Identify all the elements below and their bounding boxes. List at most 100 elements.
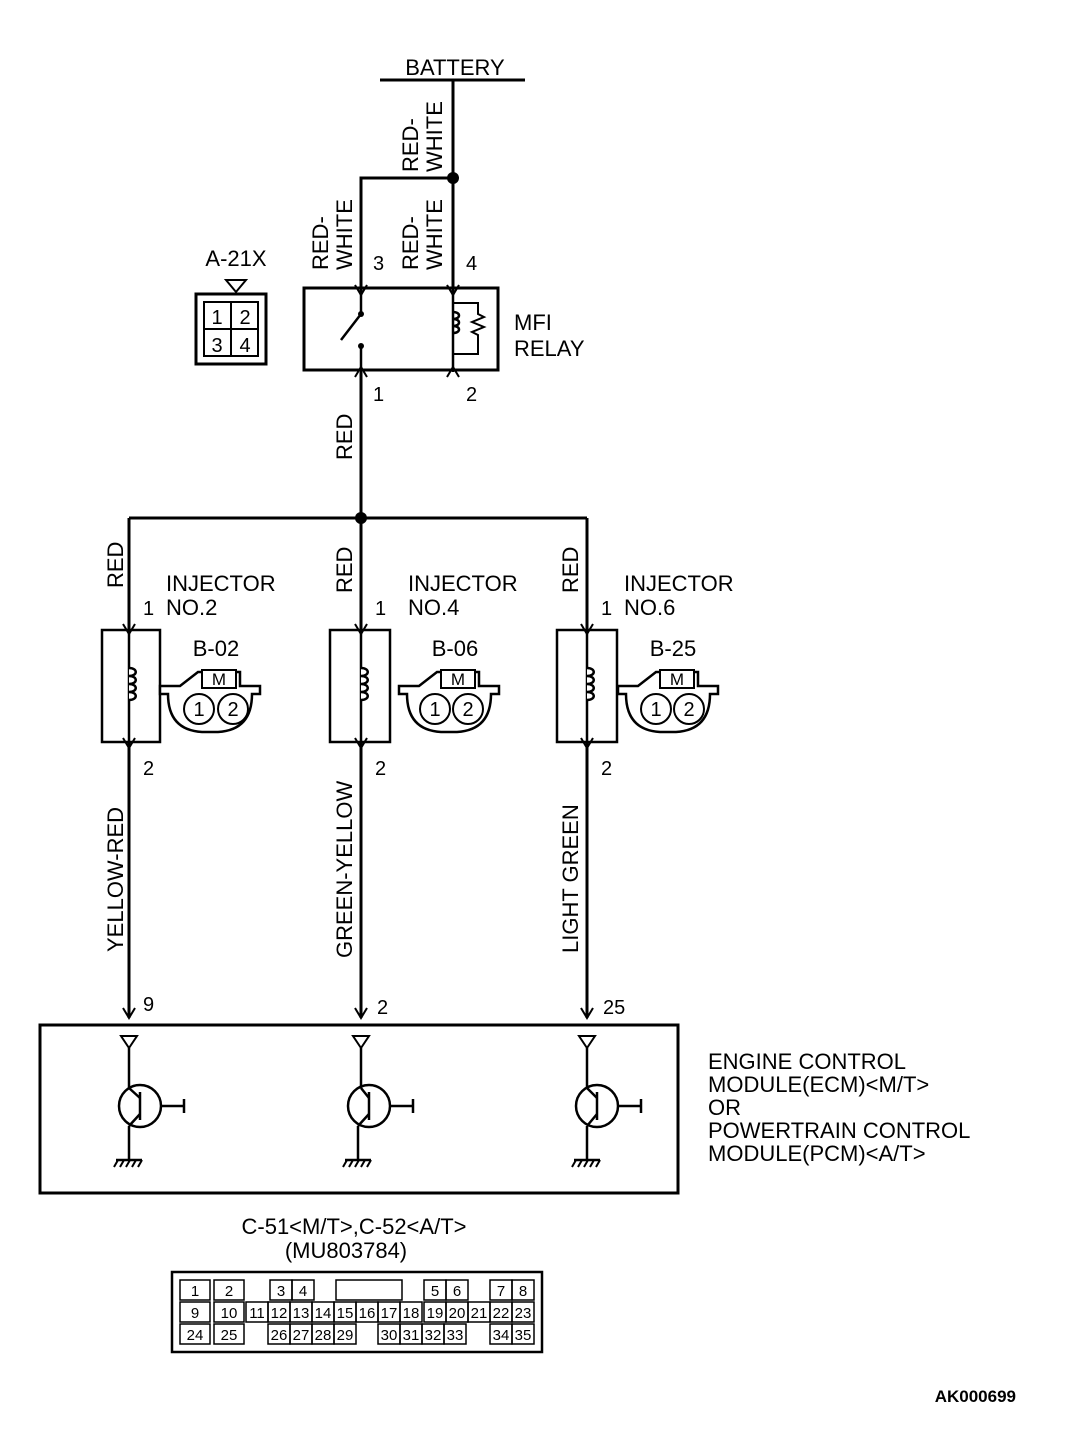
relay-connector-pin: 1 <box>211 307 222 329</box>
connector-mark: M <box>670 670 684 689</box>
wire-color-pin4-line2: WHITE <box>422 199 447 270</box>
pin-number: 12 <box>271 1305 288 1322</box>
pin-number: 25 <box>221 1327 238 1344</box>
relay-pin-3: 3 <box>373 253 384 275</box>
injector-coil-icon <box>586 666 595 702</box>
relay-connector-body <box>194 292 268 366</box>
injector-pin-out: 2 <box>143 758 154 780</box>
pin-number: 17 <box>381 1305 398 1322</box>
injector-connector-view: M 1 2 <box>158 669 262 734</box>
relay-resistor-icon <box>453 302 487 355</box>
ecm-label-line: MODULE(ECM)<M/T> <box>708 1072 929 1097</box>
pin-number: 13 <box>293 1305 310 1322</box>
relay-connector-pin: 2 <box>239 307 250 329</box>
pin-number: 27 <box>293 1327 310 1344</box>
pin-cell <box>179 1279 211 1301</box>
pin-number: 2 <box>225 1283 233 1300</box>
pin-cell <box>333 1323 357 1345</box>
pin-number: 14 <box>315 1305 332 1322</box>
pin-number: 16 <box>359 1305 376 1322</box>
injector-coil-icon <box>360 666 369 702</box>
ecm-box <box>38 1023 680 1195</box>
pin-number: 30 <box>381 1327 398 1344</box>
ecm-driver-transistor <box>571 1035 643 1168</box>
pin-cell <box>291 1279 315 1301</box>
pin-number: 10 <box>221 1305 238 1322</box>
relay-name-line1: MFI <box>514 310 552 335</box>
pin-number: 3 <box>277 1283 285 1300</box>
wire-color-inj2-in: RED <box>103 542 128 588</box>
pin-number: 29 <box>337 1327 354 1344</box>
injector-connector-label: B-02 <box>193 636 239 661</box>
pin-number: 11 <box>249 1305 265 1322</box>
pin-cell <box>179 1301 211 1323</box>
ecm-label-line: ENGINE CONTROL <box>708 1049 906 1074</box>
injector-title: INJECTOR <box>166 571 276 596</box>
injector-connector-label: B-25 <box>650 636 696 661</box>
connector-pin: 1 <box>429 699 440 721</box>
injector-pin-out: 2 <box>375 758 386 780</box>
pin-cell <box>213 1323 245 1345</box>
wire-color-feed-line1: RED- <box>398 118 423 172</box>
injector-connector-view: M 1 2 <box>616 669 720 734</box>
relay-switch-contact <box>340 313 362 341</box>
pin-number: 24 <box>187 1327 204 1344</box>
figure-code: AK000699 <box>935 1387 1016 1406</box>
pin-cell <box>511 1323 535 1345</box>
pin-number: 1 <box>191 1283 199 1300</box>
injector-connector-label: B-06 <box>432 636 478 661</box>
pin-number: 6 <box>453 1283 461 1300</box>
relay-name-line2: RELAY <box>514 336 585 361</box>
relay-connector-pin: 4 <box>239 335 250 357</box>
battery-label: BATTERY <box>405 55 505 80</box>
wire-color-feed-line2: WHITE <box>422 101 447 172</box>
pin-number: 33 <box>447 1327 464 1344</box>
pin-number: 5 <box>431 1283 439 1300</box>
pin-number: 19 <box>427 1305 444 1322</box>
pin-cell <box>399 1301 423 1323</box>
injector-connector-view: M 1 2 <box>397 669 501 734</box>
injector-number: NO.2 <box>166 595 217 620</box>
injector-title: INJECTOR <box>624 571 734 596</box>
pin-number: 34 <box>493 1327 510 1344</box>
wire-color-relay-out: RED <box>332 414 357 460</box>
injector-pin-in: 1 <box>375 598 386 620</box>
ecm-driver-transistor <box>342 1035 415 1168</box>
injector-no4 <box>328 518 392 1020</box>
pin-number: 26 <box>271 1327 288 1344</box>
connector-mark: M <box>212 670 226 689</box>
pin-number: 20 <box>449 1305 466 1322</box>
pin-cell <box>511 1279 535 1301</box>
pin-cell <box>445 1279 469 1301</box>
pin-cell <box>213 1301 245 1323</box>
ecm-label-line: OR <box>708 1095 741 1120</box>
injector-number: NO.4 <box>408 595 459 620</box>
pin-number: 35 <box>515 1327 532 1344</box>
wire-color-inj6-in: RED <box>558 547 583 593</box>
connector-pin: 2 <box>683 699 694 721</box>
pin-number: 7 <box>497 1283 505 1300</box>
pin-cell <box>443 1323 467 1345</box>
pin-number: 15 <box>337 1305 354 1322</box>
pin-number: 8 <box>519 1283 527 1300</box>
injector-pin-in: 1 <box>143 598 154 620</box>
mfi-relay-box <box>302 286 500 372</box>
pin-number: 18 <box>403 1305 420 1322</box>
pin-number: 32 <box>425 1327 442 1344</box>
relay-coil-icon <box>452 310 461 335</box>
ecm-pin: 25 <box>603 997 625 1019</box>
connector-mark: M <box>451 670 465 689</box>
relay-pin-4: 4 <box>466 253 477 275</box>
pin-number: 31 <box>403 1327 420 1344</box>
wire-color-pin4-line1: RED- <box>398 216 423 270</box>
pin-cell-blank <box>335 1279 403 1301</box>
injector-number: NO.6 <box>624 595 675 620</box>
injector-no2 <box>100 518 162 1020</box>
connector-key-icon <box>223 279 249 294</box>
wire-color-inj4-out: GREEN-YELLOW <box>332 781 357 958</box>
ecm-connector-title: C-51<M/T>,C-52<A/T> <box>242 1214 467 1239</box>
ecm-pin: 2 <box>377 997 388 1019</box>
connector-pin: 1 <box>193 699 204 721</box>
injector-pin-out: 2 <box>601 758 612 780</box>
